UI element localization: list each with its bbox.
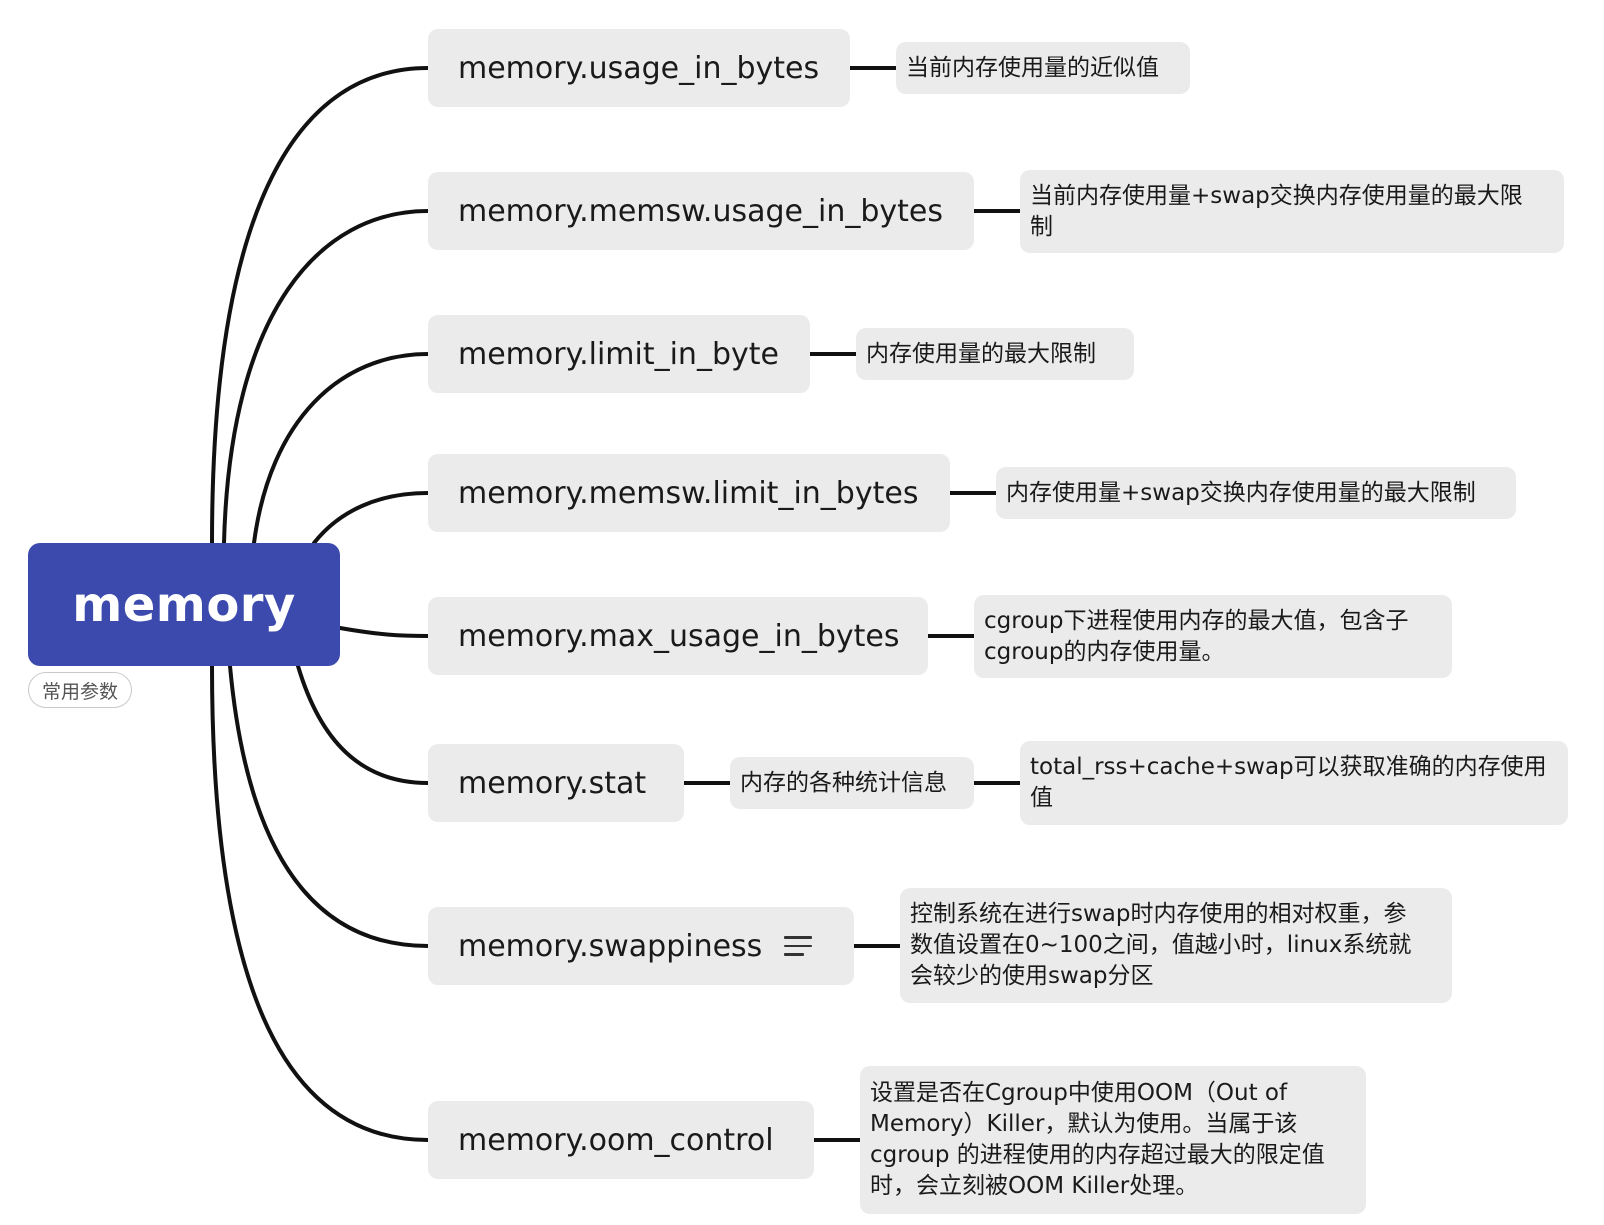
branch-node-stat[interactable]: memory.stat [428,744,684,822]
branch-node-usage-in-bytes[interactable]: memory.usage_in_bytes [428,29,850,107]
note-node-swappiness[interactable]: 控制系统在进行swap时内存使用的相对权重，参 数值设置在0~100之间，值越小… [900,888,1452,1003]
note-node-max-usage-in-bytes[interactable]: cgroup下进程使用内存的最大值，包含子 cgroup的内存使用量。 [974,595,1452,678]
connector-root-branch-8 [210,664,430,1142]
connector-root-branch-3 [252,352,430,545]
note-node-usage-in-bytes[interactable]: 当前内存使用量的近似值 [896,42,1190,94]
branch-label: memory.usage_in_bytes [458,50,820,86]
connector-root-branch-2 [222,209,430,545]
branch-node-oom-control[interactable]: memory.oom_control [428,1101,814,1179]
connector-root-branch-7 [228,664,430,948]
connector-root-branch-1 [210,66,430,545]
branch-node-memsw-limit-in-bytes[interactable]: memory.memsw.limit_in_bytes [428,454,950,532]
note-node-stat-detail[interactable]: total_rss+cache+swap可以获取准确的内存使用 值 [1020,741,1568,825]
note-icon[interactable] [784,936,813,956]
note-node-limit-in-byte[interactable]: 内存使用量的最大限制 [856,328,1134,380]
root-tag-label: 常用参数 [28,672,132,708]
branch-label: memory.memsw.usage_in_bytes [458,193,943,229]
branch-node-swappiness[interactable]: memory.swappiness [428,907,854,985]
connector-root-branch-5 [338,626,430,638]
branch-node-memsw-usage-in-bytes[interactable]: memory.memsw.usage_in_bytes [428,172,974,250]
root-node[interactable]: memory [28,543,340,666]
connector-root-branch-4 [312,491,430,545]
branch-node-limit-in-byte[interactable]: memory.limit_in_byte [428,315,810,393]
branch-label: memory.stat [458,765,647,801]
note-node-stat-summary[interactable]: 内存的各种统计信息 [730,757,974,809]
branch-label: memory.max_usage_in_bytes [458,618,900,654]
note-node-oom-control[interactable]: 设置是否在Cgroup中使用OOM（Out of Memory）Killer，默… [860,1066,1366,1214]
note-node-memsw-limit-in-bytes[interactable]: 内存使用量+swap交换内存使用量的最大限制 [996,467,1516,519]
branch-label: memory.oom_control [458,1122,774,1158]
branch-node-max-usage-in-bytes[interactable]: memory.max_usage_in_bytes [428,597,928,675]
branch-label: memory.swappiness [458,928,763,964]
branch-label: memory.limit_in_byte [458,336,779,372]
branch-label: memory.memsw.limit_in_bytes [458,475,919,511]
note-node-memsw-usage-in-bytes[interactable]: 当前内存使用量+swap交换内存使用量的最大限 制 [1020,170,1564,253]
connector-root-branch-6 [296,664,430,785]
